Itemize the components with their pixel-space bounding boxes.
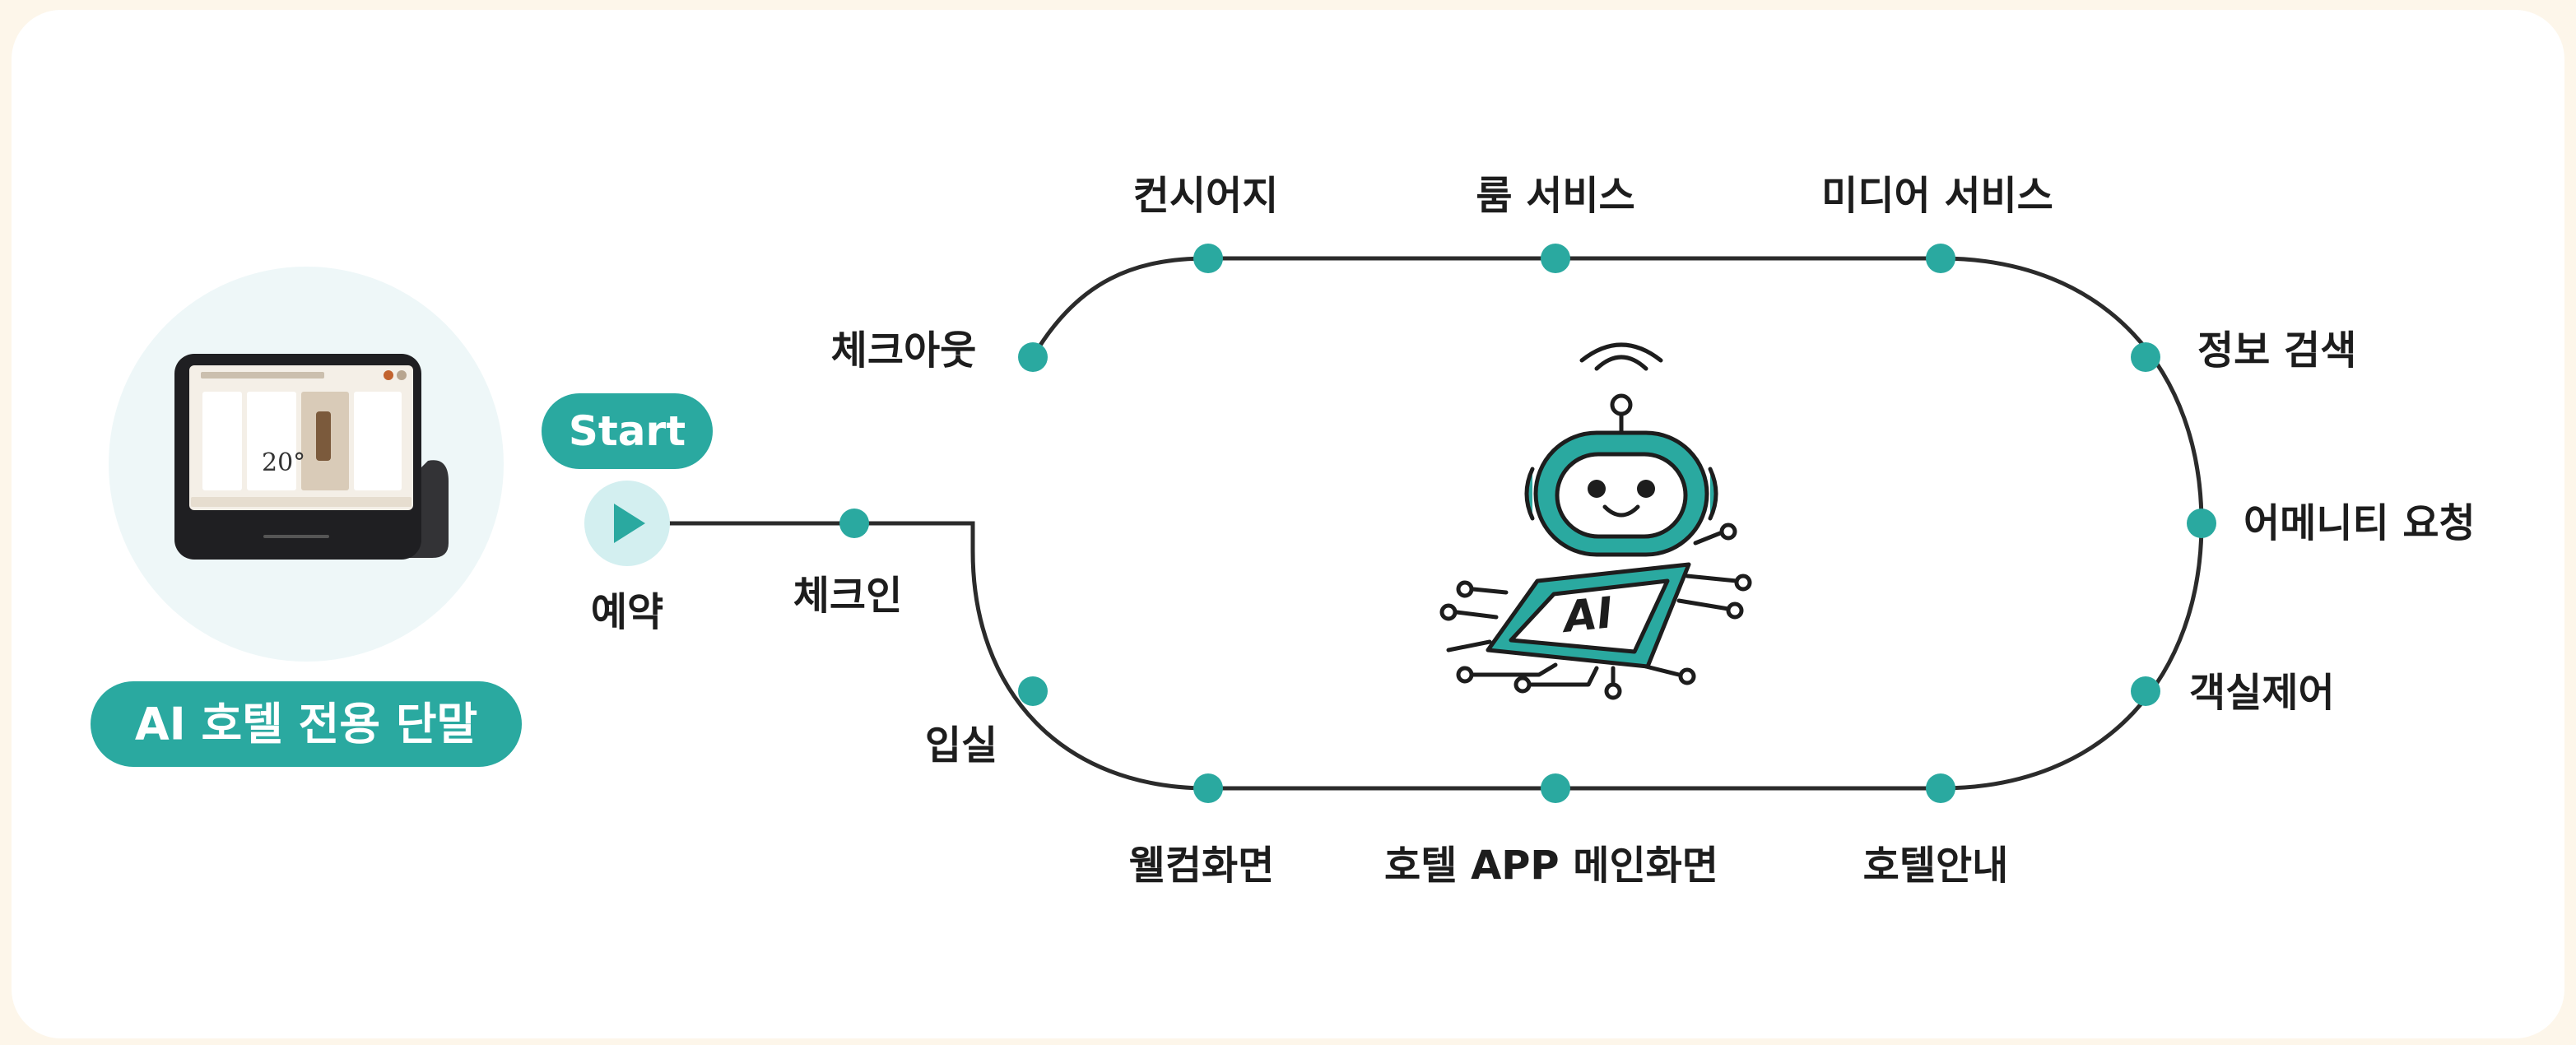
node-media-service [1926, 244, 1955, 273]
label-amenity-request: 어메니티 요청 [2244, 500, 2476, 546]
label-hotel-app-main: 호텔 APP 메인화면 [1384, 843, 1718, 889]
node-concierge [1193, 244, 1223, 273]
label-media-service: 미디어 서비스 [1821, 173, 2053, 219]
start-badge-text: Start [569, 407, 686, 455]
start-label: 예약 [591, 589, 663, 635]
node-amenity-request [2187, 509, 2216, 538]
ai-robot-icon [1439, 342, 1752, 700]
label-welcome-screen: 웰컴화면 [1129, 843, 1275, 889]
start-badge: Start [542, 393, 713, 469]
node-checkin [839, 509, 869, 538]
node-info-search [2131, 342, 2160, 372]
play-button[interactable] [584, 481, 670, 566]
label-moving-in: 입실 [925, 722, 997, 769]
robot-chip-text: AI [1558, 588, 1616, 643]
device-label-pill: AI 호텔 전용 단말 [91, 681, 522, 767]
node-welcome-screen [1193, 773, 1223, 803]
node-checkout [1018, 342, 1048, 372]
node-moving-in [1018, 676, 1048, 706]
label-checkout: 체크아웃 [831, 327, 977, 374]
node-hotel-guide [1926, 773, 1955, 803]
node-hotel-app-main [1541, 773, 1570, 803]
device-label: AI 호텔 전용 단말 [135, 699, 477, 750]
label-room-service: 룸 서비스 [1476, 173, 1634, 219]
node-room-service [1541, 244, 1570, 273]
node-room-control [2131, 676, 2160, 706]
label-concierge: 컨시어지 [1133, 173, 1279, 219]
label-room-control: 객실제어 [2189, 670, 2335, 716]
label-info-search: 정보 검색 [2197, 327, 2356, 374]
play-icon [614, 504, 645, 543]
tablet-device-icon: 20° [174, 354, 449, 560]
device-screen-temperature: 20° [262, 448, 305, 477]
label-checkin: 체크인 [793, 573, 902, 619]
label-hotel-guide: 호텔안내 [1863, 843, 2009, 889]
flow-path [667, 256, 2204, 791]
